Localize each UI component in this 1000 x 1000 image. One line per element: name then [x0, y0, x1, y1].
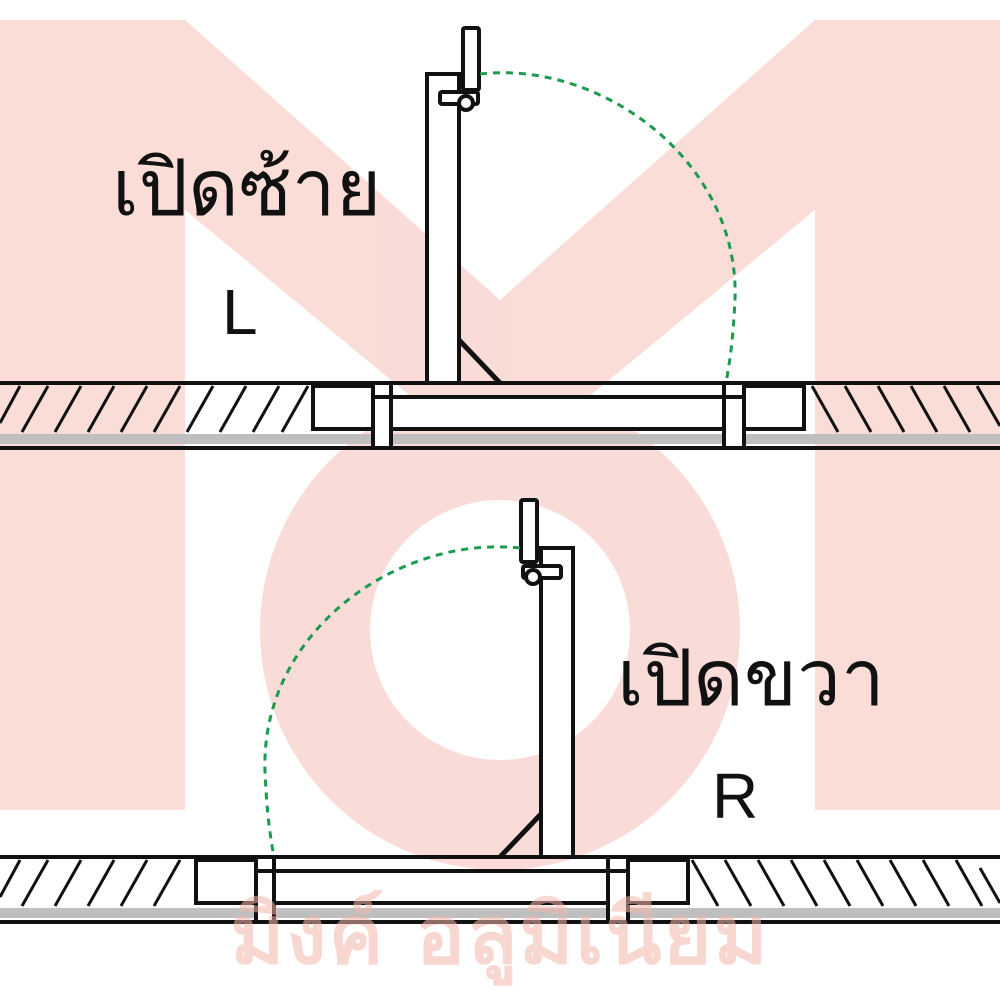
watermark-logo-left-stroke	[0, 20, 500, 810]
left-open-diagram	[0, 26, 1000, 450]
watermark-logo	[0, 20, 1000, 870]
sash-stay-arm	[457, 338, 502, 385]
left-open-label-thai: เปิดซ้าย	[112, 144, 382, 234]
wall-shadow	[0, 908, 1000, 918]
right-open-label-letter: R	[712, 760, 759, 832]
swing-arc-right	[263, 545, 521, 858]
open-sash-left	[425, 72, 461, 385]
open-sash-right	[539, 546, 575, 859]
frame-post-left	[371, 381, 393, 450]
swing-arc-left	[479, 71, 737, 384]
right-open-diagram	[0, 498, 1000, 924]
left-open-label-letter: L	[222, 276, 258, 348]
handle-icon	[519, 498, 563, 586]
watermark-brand-text: มิงค์ อลูมิเนียม	[230, 888, 770, 983]
frame-jamb-right	[742, 384, 806, 431]
right-open-label-thai: เปิดขวา	[617, 634, 885, 724]
frame-jamb-left	[311, 384, 375, 431]
frame-sill	[272, 869, 610, 905]
watermark-logo-right-stroke	[500, 20, 1000, 810]
wall-hatch-right	[810, 385, 1000, 433]
frame-post-right	[722, 381, 746, 450]
frame-jamb-right	[626, 858, 690, 905]
frame-sill	[389, 395, 726, 431]
wall-hatch-left	[0, 385, 310, 433]
wall-hatch-right	[690, 859, 1000, 907]
wall-hatch-left	[0, 859, 182, 907]
handle-icon	[438, 26, 481, 112]
wall-shadow	[0, 434, 1000, 444]
sash-stay-arm	[498, 812, 543, 859]
watermark-logo-ring	[260, 390, 740, 870]
frame-jamb-left	[194, 858, 258, 905]
